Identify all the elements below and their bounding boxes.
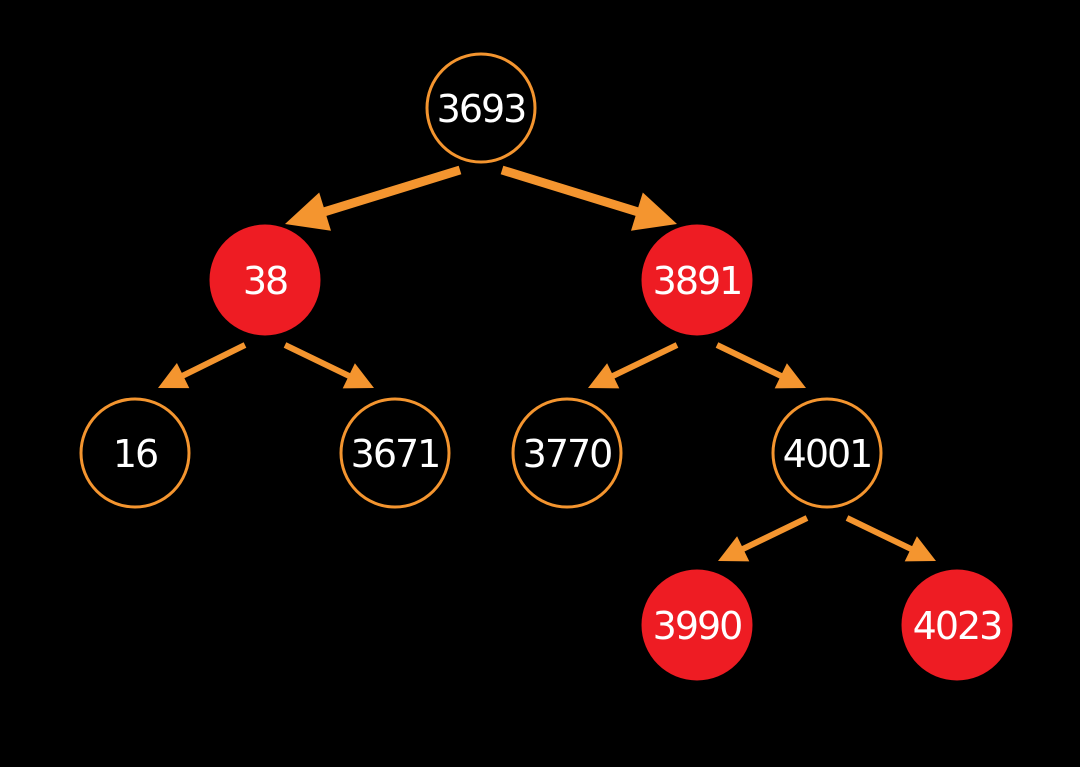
edge-arrow-3693-to-3891 [500, 165, 677, 231]
tree-node-4001: 4001 [771, 397, 883, 509]
node-label: 3990 [653, 604, 742, 648]
edge-arrow-3891-to-4001 [715, 342, 806, 389]
edge-shaft [283, 342, 352, 380]
red-node-circle [209, 224, 321, 336]
black-node-circle [79, 397, 191, 509]
black-node-circle [339, 397, 451, 509]
node-label: 3770 [523, 432, 612, 476]
arrowhead-icon [774, 363, 806, 389]
node-label: 3671 [351, 432, 440, 476]
edge-arrow-38-to-3671 [283, 342, 374, 389]
node-label: 16 [113, 432, 157, 476]
edge-arrow-3693-to-38 [285, 165, 462, 231]
edge-shaft [179, 342, 247, 380]
arrowhead-icon [904, 536, 936, 562]
node-label: 4023 [913, 604, 1002, 648]
tree-node-3770: 3770 [511, 397, 623, 509]
tree-node-38: 38 [209, 224, 321, 336]
edge-arrow-4001-to-3990 [718, 515, 809, 562]
edge-shaft [610, 342, 679, 380]
arrowhead-icon [718, 536, 750, 562]
red-node-circle [641, 224, 753, 336]
node-label: 3693 [437, 87, 526, 131]
edges-layer [158, 165, 936, 562]
arrowhead-icon [342, 363, 374, 389]
arrowhead-icon [158, 363, 190, 389]
edge-shaft [321, 165, 462, 217]
black-node-circle [771, 397, 883, 509]
tree-node-3891: 3891 [641, 224, 753, 336]
black-node-circle [511, 397, 623, 509]
tree-node-3990: 3990 [641, 569, 753, 681]
arrowhead-icon [285, 192, 331, 231]
black-node-circle [425, 52, 537, 164]
tree-node-3693: 3693 [425, 52, 537, 164]
tree-node-4023: 4023 [901, 569, 1013, 681]
edge-shaft [715, 342, 784, 380]
edge-arrow-3891-to-3770 [588, 342, 679, 389]
nodes-layer: 3693 38 3891 16 3671 3770 4001 3990 4023 [79, 52, 1013, 681]
red-node-circle [901, 569, 1013, 681]
edge-shaft [845, 515, 914, 553]
red-node-circle [641, 569, 753, 681]
tree-node-3671: 3671 [339, 397, 451, 509]
edge-arrow-4001-to-4023 [845, 515, 936, 562]
node-label: 38 [243, 259, 287, 303]
arrowhead-icon [588, 363, 620, 389]
node-label: 3891 [653, 259, 742, 303]
edge-shaft [740, 515, 809, 553]
edge-shaft [500, 165, 641, 217]
tree-node-16: 16 [79, 397, 191, 509]
node-label: 4001 [783, 432, 872, 476]
edge-arrow-38-to-16 [158, 342, 247, 389]
arrowhead-icon [631, 192, 677, 231]
